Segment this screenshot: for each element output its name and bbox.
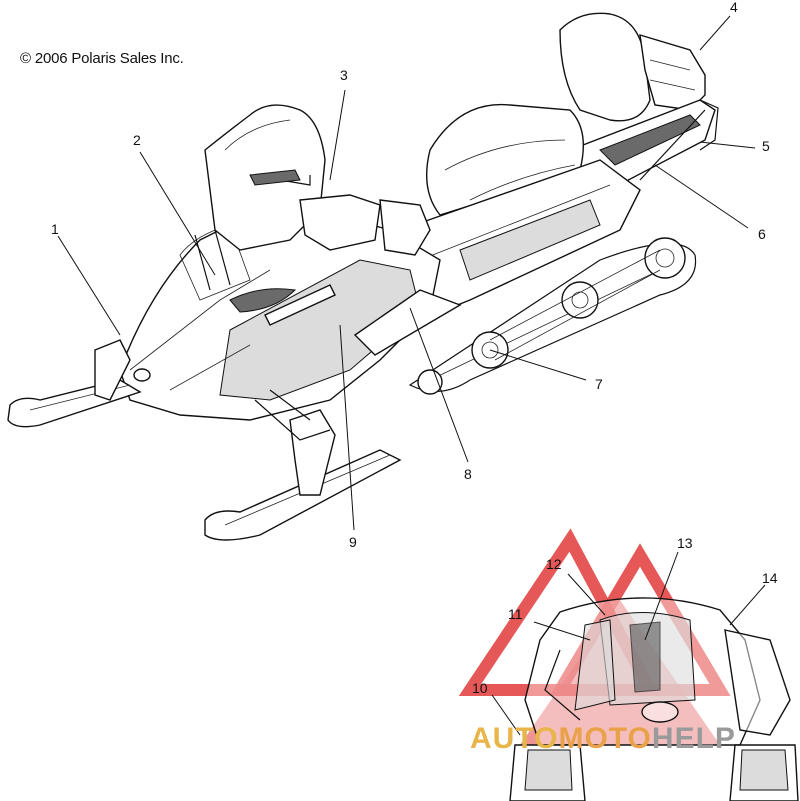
leader-9 xyxy=(339,324,355,531)
leader-2 xyxy=(139,151,216,276)
watermark-part-moto: MOTO xyxy=(558,722,652,755)
callout-11: 11 xyxy=(508,606,523,622)
callout-4: 4 xyxy=(730,0,738,15)
leader-8 xyxy=(409,307,469,463)
rear-left-panel xyxy=(574,619,616,711)
watermark-part-auto: AUTO xyxy=(470,722,559,755)
leader-14 xyxy=(729,584,766,626)
leader-5 xyxy=(699,141,756,149)
side-decal-6 xyxy=(599,114,701,166)
tunnel-panel xyxy=(459,199,601,281)
leader-13 xyxy=(644,551,679,641)
callout-8: 8 xyxy=(464,466,472,482)
leader-1 xyxy=(57,235,121,336)
side-decal-8 xyxy=(353,289,462,356)
callout-1: 1 xyxy=(51,221,59,237)
leader-6 xyxy=(654,164,749,229)
callout-5: 5 xyxy=(762,138,770,154)
rear-idler-wheel xyxy=(644,237,686,279)
leader-7 xyxy=(489,349,587,381)
watermark-part-help: HELP xyxy=(651,722,736,755)
callout-2: 2 xyxy=(133,132,141,148)
leader-11 xyxy=(533,621,591,641)
taillight-13 xyxy=(629,621,661,693)
leader-3 xyxy=(329,89,346,181)
callout-3: 3 xyxy=(340,67,348,83)
hood-vent xyxy=(229,288,297,313)
copyright-notice: © 2006 Polaris Sales Inc. xyxy=(20,50,184,67)
left-spindle xyxy=(94,339,131,401)
callout-12: 12 xyxy=(546,556,562,572)
callout-6: 6 xyxy=(758,226,766,242)
backrest xyxy=(559,12,651,122)
headlight xyxy=(133,368,151,382)
callout-9: 9 xyxy=(349,534,357,550)
leader-4 xyxy=(699,15,731,51)
callout-10: 10 xyxy=(472,680,488,696)
callout-14: 14 xyxy=(762,570,778,586)
watermark-text: AUTOMOTOHELP xyxy=(470,722,736,756)
leader-10 xyxy=(491,694,521,736)
callout-7: 7 xyxy=(595,376,603,392)
callout-13: 13 xyxy=(677,535,693,551)
leader-12 xyxy=(567,573,606,616)
seat xyxy=(425,103,585,216)
bogie-wheel-2 xyxy=(561,281,599,319)
mirror-pod xyxy=(299,194,381,251)
left-ski xyxy=(7,379,142,428)
right-spindle xyxy=(289,409,336,496)
hood-decal xyxy=(264,284,336,326)
rear-right-panel xyxy=(724,629,791,736)
